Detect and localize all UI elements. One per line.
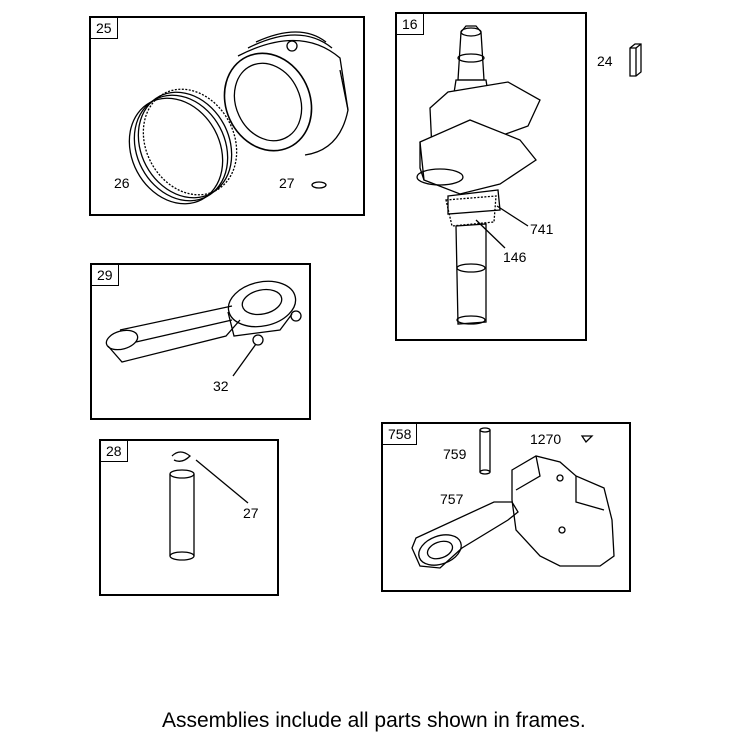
frame-28-id: 28 (100, 440, 128, 462)
callout-146: 146 (503, 249, 527, 265)
frame-25-id: 25 (90, 17, 118, 39)
callout-757: 757 (440, 491, 464, 507)
callout-32: 32 (213, 378, 229, 394)
callout-24: 24 (597, 53, 613, 69)
frame-758-governor: 758 (381, 422, 631, 592)
assemblies-note: Assemblies include all parts shown in fr… (162, 709, 586, 732)
frame-29-id: 29 (91, 264, 119, 286)
callout-27-clip: 27 (279, 175, 295, 191)
callout-759: 759 (443, 446, 467, 462)
callout-1270: 1270 (530, 431, 562, 447)
callout-27-pin-clip: 27 (243, 505, 259, 521)
frame-16-crankshaft: 16 (395, 12, 587, 341)
frame-29-connecting-rod: 29 (90, 263, 311, 420)
frame-16-id: 16 (396, 13, 424, 35)
callout-26: 26 (114, 175, 130, 191)
frame-758-id: 758 (382, 423, 418, 445)
key-24-drawing (629, 43, 642, 77)
callout-741: 741 (530, 221, 554, 237)
frame-25-piston-assembly: 25 (89, 16, 365, 216)
